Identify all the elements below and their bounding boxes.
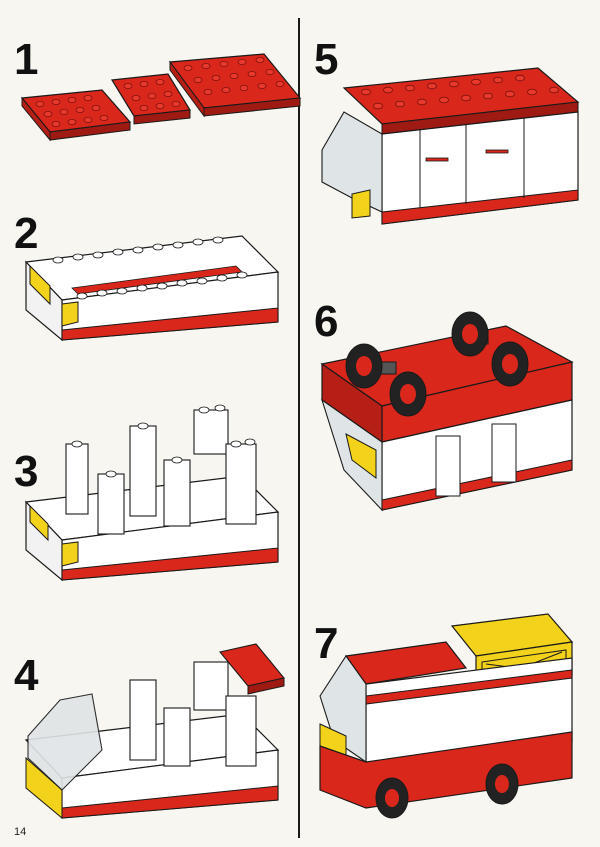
front-wheel [375,777,409,819]
step-2-illustration [24,235,280,342]
step-number-5: 5 [314,35,339,84]
page-number: 14 [14,826,27,838]
wheel-axle-right [451,311,529,387]
step-6-illustration [320,311,574,512]
windshield-glass [27,693,103,791]
step-number-7: 7 [314,619,339,668]
step-number-6: 6 [314,297,339,346]
step-4-illustration [24,643,285,820]
step-5-illustration [321,67,580,225]
yellow-front-brick [61,301,79,327]
windshield-glass [321,111,383,213]
step-number-4: 4 [14,651,39,700]
red-plate-small-left [20,89,132,142]
step-7-illustration [319,613,574,819]
step-number-3: 3 [14,447,39,496]
yellow-corner-brick [29,264,51,306]
base-plate-red [61,307,279,341]
rear-wheel [485,763,519,805]
step-number-1: 1 [14,35,39,84]
wheel-axle-left [345,343,427,417]
step-number-2: 2 [14,209,39,258]
column-divider [298,18,300,838]
plate-studs [35,57,285,128]
frame-studs [52,236,248,300]
step-1-illustration [20,53,302,142]
step-3-illustration [24,404,280,582]
